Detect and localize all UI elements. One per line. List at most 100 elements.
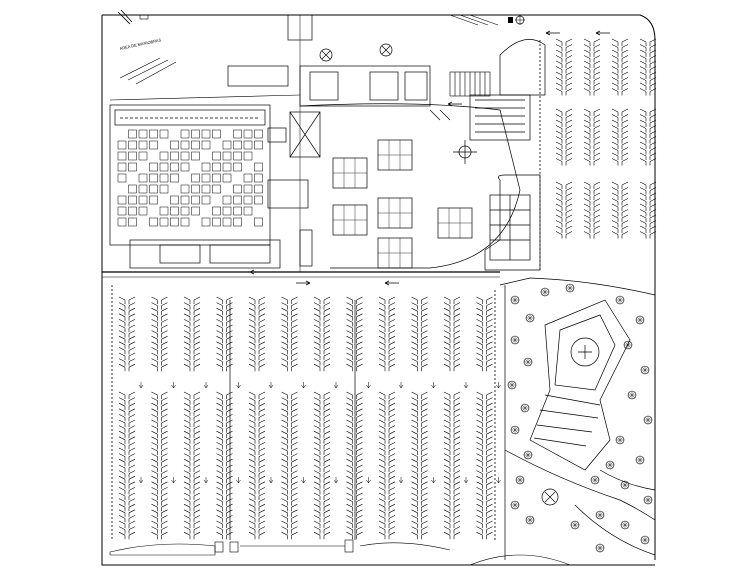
service-blocks xyxy=(227,14,431,272)
room-cell xyxy=(191,129,200,139)
room-cell xyxy=(117,217,127,227)
upper-stalls xyxy=(449,14,499,97)
room-cell xyxy=(254,173,263,183)
parking-column xyxy=(611,38,629,96)
room-cell xyxy=(191,173,200,183)
room-cell xyxy=(180,129,190,139)
room-cell xyxy=(170,162,179,172)
room-cell xyxy=(170,173,179,183)
room-cell xyxy=(149,195,158,205)
tree-icon xyxy=(635,315,645,325)
main-building xyxy=(109,104,281,269)
parking-column xyxy=(583,181,601,239)
tree-icon xyxy=(523,450,533,460)
tree-icon xyxy=(590,475,600,485)
parking-column xyxy=(378,464,396,540)
tree-icon xyxy=(565,283,575,293)
room-cell xyxy=(159,129,169,139)
tree-icon xyxy=(635,455,645,465)
room-cell xyxy=(180,184,190,194)
parking-column xyxy=(281,296,306,389)
room-cell xyxy=(159,217,169,227)
room-cell xyxy=(222,140,232,150)
room-cell xyxy=(212,162,221,172)
room-cell xyxy=(170,217,179,227)
room-cell xyxy=(117,173,127,183)
room-cell xyxy=(180,151,190,161)
room-cell xyxy=(159,162,169,172)
parking-column xyxy=(248,464,266,540)
room-cell xyxy=(233,129,242,139)
room-cell xyxy=(233,195,242,205)
room-cell xyxy=(170,140,179,150)
parking-column xyxy=(151,296,176,389)
room-cell xyxy=(243,173,253,183)
tree-icon xyxy=(643,415,653,425)
parking-column xyxy=(118,391,144,484)
room-cell xyxy=(254,217,263,227)
parking-column xyxy=(183,464,201,540)
room-cell xyxy=(138,184,148,194)
room-cell xyxy=(117,195,127,205)
parking-column xyxy=(151,391,176,484)
room-cell xyxy=(117,206,127,216)
room-cell xyxy=(243,184,253,194)
room-cell xyxy=(149,162,158,172)
room-cell xyxy=(254,140,263,150)
parking-column xyxy=(639,181,657,239)
tree-icon xyxy=(507,380,517,390)
room-cell xyxy=(201,184,211,194)
parking-column xyxy=(611,108,629,166)
room-cell xyxy=(117,151,127,161)
room-cell xyxy=(254,162,263,172)
room-cell xyxy=(149,129,158,139)
parking-column xyxy=(555,38,573,96)
parking-column xyxy=(118,464,136,540)
room-cell xyxy=(159,184,169,194)
room-cell xyxy=(170,206,179,216)
tree-icon xyxy=(520,403,530,413)
room-cell xyxy=(138,151,148,161)
room-cell xyxy=(243,129,253,139)
room-cell xyxy=(254,129,263,139)
room-cell xyxy=(191,151,200,161)
tree-icon xyxy=(570,520,580,530)
room-cell xyxy=(243,195,253,205)
room-cell xyxy=(191,140,200,150)
parking-column xyxy=(411,296,436,389)
tree-icon xyxy=(525,313,535,323)
tree-icon xyxy=(643,495,653,505)
room-cell xyxy=(212,217,221,227)
landscape-garden xyxy=(499,277,656,560)
tree-icon xyxy=(540,287,550,297)
room-cell xyxy=(233,217,242,227)
room-cell xyxy=(191,206,200,216)
room-cell xyxy=(180,206,190,216)
parking-column xyxy=(476,296,501,389)
room-cell xyxy=(117,162,127,172)
parking-column xyxy=(346,464,363,540)
room-cell xyxy=(243,206,253,216)
parking-column xyxy=(313,296,339,389)
room-cell xyxy=(233,151,242,161)
south-planting-strip xyxy=(109,539,571,566)
room-module xyxy=(437,207,473,239)
room-cell xyxy=(222,217,232,227)
room-cell xyxy=(128,129,137,139)
room-cell xyxy=(180,195,190,205)
room-module xyxy=(332,204,368,236)
parking-column xyxy=(216,391,241,484)
room-cell xyxy=(128,151,137,161)
parking-column xyxy=(611,181,629,239)
room-cell xyxy=(128,162,137,172)
parking-column xyxy=(411,464,428,540)
room-cell xyxy=(128,217,137,227)
room-cell xyxy=(180,217,190,227)
room-cell xyxy=(222,195,232,205)
parking-column xyxy=(443,296,469,389)
parking-column xyxy=(378,391,404,484)
room-cell xyxy=(201,173,211,183)
room-cell xyxy=(128,184,137,194)
parking-column xyxy=(281,391,306,484)
